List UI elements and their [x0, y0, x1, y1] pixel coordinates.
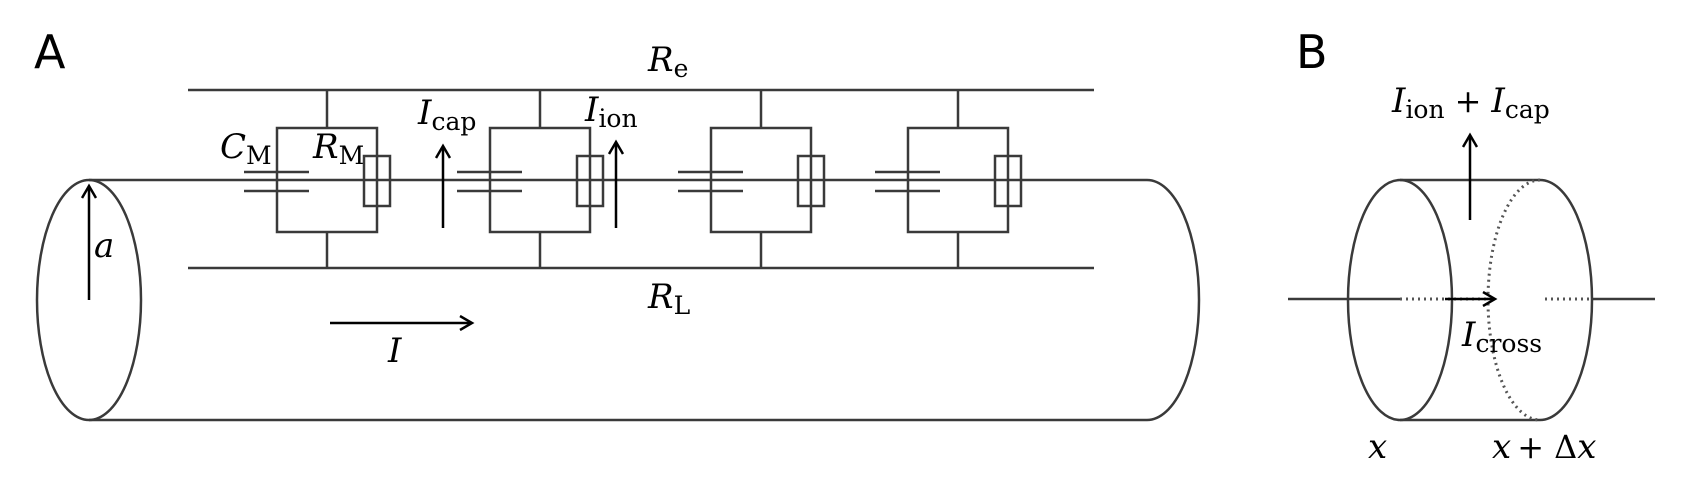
axial-current-label: I — [387, 331, 402, 371]
rm-label: RM — [312, 127, 364, 170]
membrane-unit-3 — [678, 90, 826, 268]
membrane-unit-4 — [875, 90, 1023, 268]
cross-current-label: Icross — [1461, 315, 1542, 358]
x-right-label: x+ Δx — [1492, 427, 1596, 467]
iion-label: Iion — [584, 90, 638, 133]
membrane-current-label: Iion+Icap — [1391, 81, 1550, 124]
rl-label: RL — [647, 277, 690, 320]
x-left-label: x — [1368, 427, 1387, 467]
axon-cylinder — [35, 178, 1201, 422]
membrane-unit-1 — [244, 90, 392, 268]
re-label: Re — [647, 40, 688, 83]
radius-label: a — [94, 226, 114, 266]
panel-label-a: A — [34, 25, 66, 79]
membrane-unit-2 — [457, 90, 605, 268]
icap-label: Icap — [417, 93, 476, 136]
panel-label-b: B — [1296, 25, 1328, 79]
cm-label: CM — [220, 127, 272, 170]
